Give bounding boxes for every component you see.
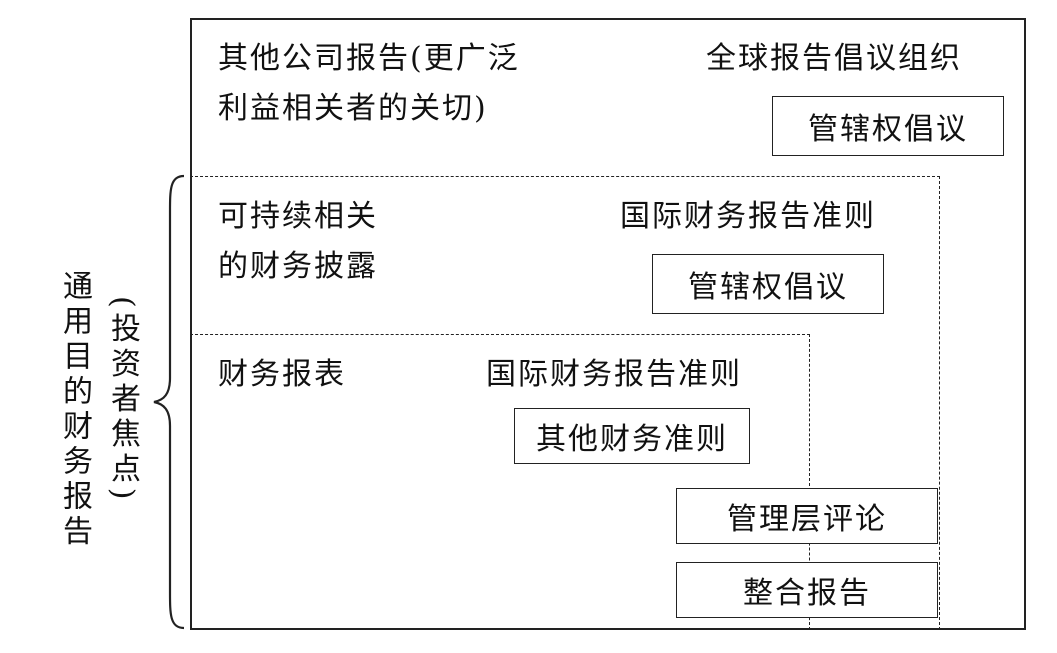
sustainability-line2: 的财务披露 [218,249,378,284]
financial-statements-frame [190,334,810,630]
management-commentary-box: 管理层评论 [676,488,938,544]
ifrs-label-middle: 国际财务报告准则 [620,199,876,234]
sustainability-line1: 可持续相关 [218,199,378,234]
jurisdictional-initiatives-box-outer: 管辖权倡议 [772,96,1004,156]
other-reporting-line2: 利益相关者的关切) [218,91,488,126]
left-brace [153,174,185,630]
other-financial-standards-box: 其他财务准则 [514,408,750,464]
ifrs-label-inner: 国际财务报告准则 [486,357,742,392]
investor-focus-label: (投资者焦点) [105,296,140,505]
integrated-report-box: 整合报告 [676,562,938,618]
jurisdictional-initiatives-box-middle: 管辖权倡议 [652,254,884,314]
other-reporting-line1: 其他公司报告(更广泛 [218,41,520,76]
gri-label: 全球报告倡议组织 [706,41,962,76]
general-purpose-financial-reporting-label: 通用目的财务报告 [57,270,92,550]
financial-statements-label: 财务报表 [218,357,346,392]
